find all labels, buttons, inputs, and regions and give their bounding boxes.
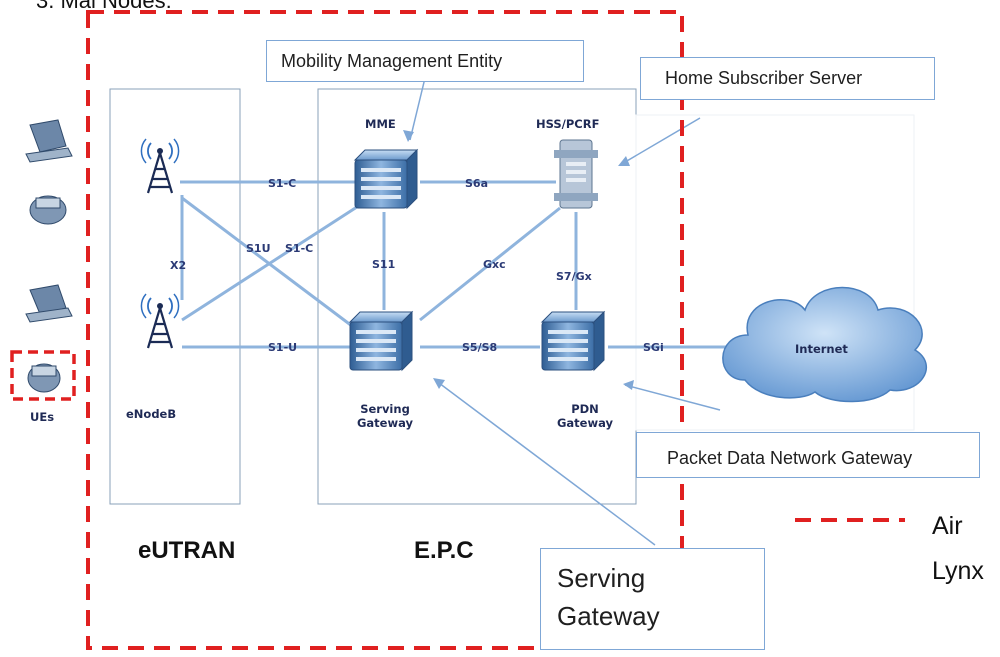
enodeb-label: eNodeB — [126, 407, 177, 421]
sgw-label-line1: Serving — [360, 402, 410, 416]
ue-highlight-box — [10, 350, 76, 401]
interface-s6a: S6a — [465, 177, 488, 190]
hss-label: HSS/PCRF — [536, 117, 600, 131]
callout-arrowheads — [403, 130, 634, 390]
callout-hss: Home Subscriber Server — [640, 57, 935, 100]
interface-s1u-cross: S1U — [246, 242, 271, 255]
interface-s1c-top: S1-C — [268, 177, 297, 190]
ues-label: UEs — [30, 410, 55, 424]
interface-sgi: SGi — [643, 341, 664, 354]
eutran-title: eUTRAN — [138, 537, 236, 564]
interface-gxc: Gxc — [483, 258, 506, 271]
callout-sgw: Serving Gateway — [540, 548, 765, 650]
interface-s7gx: S7/Gx — [556, 270, 592, 283]
interface-s11: S11 — [372, 258, 396, 271]
sgw-label: Serving Gateway — [355, 402, 415, 430]
ue-devices — [25, 119, 73, 393]
legend-text-line1: Air — [932, 512, 963, 540]
interface-s1c-cross: S1-C — [285, 242, 314, 255]
interface-s5s8: S5/S8 — [462, 341, 498, 354]
mme-server — [354, 149, 418, 209]
sgw-label-line2: Gateway — [356, 416, 414, 430]
mme-label: MME — [365, 117, 396, 131]
pgw-label-line1: PDN — [571, 402, 599, 416]
pgw-server — [541, 311, 605, 371]
hss-rack — [554, 139, 598, 209]
callout-pointers — [409, 77, 721, 546]
pgw-label: PDN Gateway — [555, 402, 615, 430]
airlynx-boundary — [86, 10, 684, 650]
epc-title: E.P.C — [414, 537, 474, 564]
interface-x2: X2 — [170, 259, 187, 272]
callout-pgw: Packet Data Network Gateway — [636, 432, 980, 478]
callout-mme: Mobility Management Entity — [266, 40, 584, 82]
callout-sgw-line1: Serving — [557, 563, 646, 593]
internet-label: Internet — [795, 342, 848, 356]
pgw-label-line2: Gateway — [556, 416, 614, 430]
legend-text-line2: Lynx — [932, 557, 984, 585]
network-links — [180, 180, 735, 349]
interface-s1u-bottom: S1-U — [268, 341, 298, 354]
internet-cloud — [722, 286, 928, 403]
header-fragment: 3. Mal Nodes: — [36, 0, 172, 13]
sgw-server — [349, 311, 413, 371]
callout-sgw-line2: Gateway — [557, 601, 660, 631]
